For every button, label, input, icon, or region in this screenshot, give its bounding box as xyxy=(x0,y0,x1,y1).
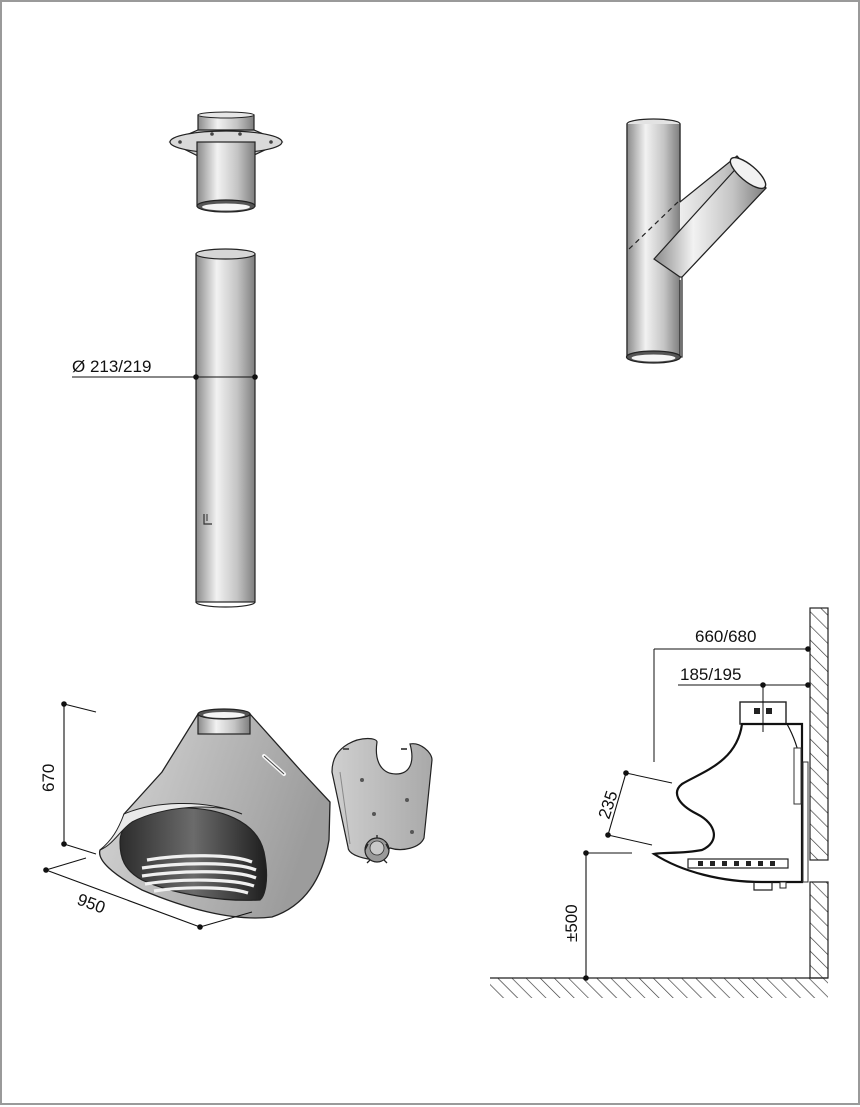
depth-inner-label: 185/195 xyxy=(680,665,741,684)
floor-clearance-label: ±500 xyxy=(562,904,581,942)
depth-outer-dimension: 660/680 xyxy=(653,627,811,762)
floor-clearance-dimension: ±500 xyxy=(562,850,632,981)
y-branch-pipe xyxy=(625,118,767,364)
hood-width-label: 950 xyxy=(75,890,108,918)
flue-pipe xyxy=(195,248,256,608)
flue-diameter-label: Ø 213/219 xyxy=(72,357,151,376)
floor xyxy=(490,978,828,998)
hood-grate xyxy=(141,854,257,895)
back-plate xyxy=(331,737,433,864)
opening-height-dimension: 235 xyxy=(595,770,673,846)
side-section: 660/680 185/195 235 ±500 xyxy=(490,607,829,998)
opening-height-label: 235 xyxy=(595,788,622,821)
diameter-dimension: Ø 213/219 xyxy=(72,357,258,380)
fireplace-hood xyxy=(99,708,331,919)
hood-height-dimension: 670 xyxy=(39,701,97,855)
hood-height-label: 670 xyxy=(39,764,58,792)
wall-upper xyxy=(809,607,829,861)
depth-outer-label: 660/680 xyxy=(695,627,756,646)
ceiling-adapter xyxy=(168,111,284,213)
wall-lower xyxy=(809,881,829,979)
depth-inner-dimension: 185/195 xyxy=(678,665,811,732)
